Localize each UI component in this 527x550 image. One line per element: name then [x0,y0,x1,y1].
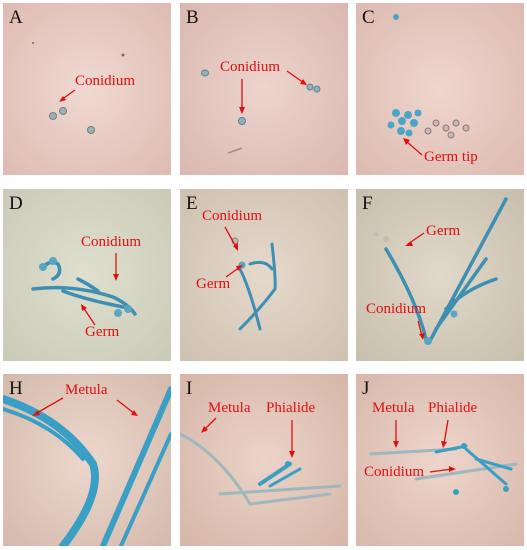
annotation-germ-tip: Germ tip [424,149,478,165]
micrograph-d [3,189,171,361]
annotation-metula: Metula [65,382,108,398]
spore [201,69,209,77]
panel-label-h: H [9,378,23,399]
annotation-conidium: Conidium [202,208,263,224]
panel-e: E Conidium Germ [180,189,348,361]
panel-label-b: B [186,7,199,28]
micrograph-b [180,3,348,175]
panel-b: B Conidium [180,3,348,175]
panel-label-d: D [9,193,23,214]
spore [87,126,95,134]
arrows-b [239,70,307,114]
annotation-germ: Germ [85,324,120,340]
micrograph-c [356,3,524,175]
spore [313,85,321,93]
micrograph-f [356,189,524,361]
arrows-a [59,89,76,102]
annotation-metula: Metula [208,400,251,416]
panel-c: C Germ tip [356,3,524,175]
spore [306,83,314,91]
panel-label-e: E [186,193,198,214]
annotation-phialide: Phialide [428,400,478,416]
annotation-conidium: Conidium [75,73,136,89]
annotation-conidium: Conidium [364,464,425,480]
arrows-h [32,397,138,416]
micrograph-a [3,3,171,175]
panel-label-c: C [362,7,375,28]
panel-label-j: J [362,378,370,399]
annotation-germ: Germ [426,223,461,239]
spore [238,117,246,125]
spore [49,112,57,120]
panel-d: D Conidium Germ [3,189,171,361]
annotation-conidium: Conidium [366,301,427,317]
micrograph-i [180,374,348,546]
arrows-d [81,253,119,326]
annotation-conidium: Conidium [81,234,142,250]
panel-h: H Metula [3,374,171,546]
arrows-j [393,419,456,473]
panel-label-i: I [186,378,193,399]
arrows-i [201,417,295,458]
arrows-f [405,232,425,340]
arrows-e [224,226,243,278]
micrograph-j [356,374,524,546]
panel-j: J Metula Phialide Conidium [356,374,524,546]
annotation-germ: Germ [196,276,231,292]
panel-i: I Metula Phialide [180,374,348,546]
panel-f: F Germ Conidium [356,189,524,361]
micrograph-e [180,189,348,361]
micrograph-h [3,374,171,546]
panel-label-f: F [362,193,373,214]
panel-a: A Conidium [3,3,171,175]
spore [59,107,67,115]
arrows-c [403,138,423,156]
annotation-metula: Metula [372,400,415,416]
annotation-phialide: Phialide [266,400,316,416]
annotation-conidium: Conidium [220,59,281,75]
panel-label-a: A [9,7,23,28]
